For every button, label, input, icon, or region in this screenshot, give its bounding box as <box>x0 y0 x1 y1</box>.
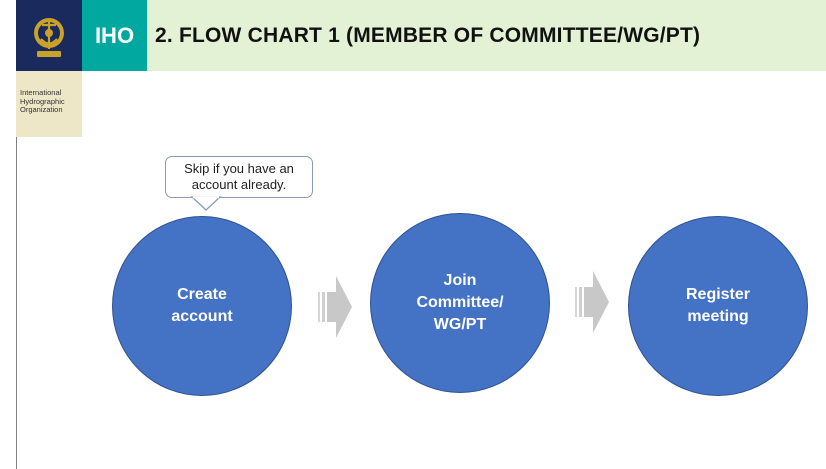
chevron-right-arrow-icon <box>575 271 609 333</box>
organization-name: International Hydrographic Organization <box>16 71 82 137</box>
step-create-account: Create account <box>112 216 292 396</box>
iho-logo <box>16 0 82 71</box>
step-join-committee: Join Committee/ WG/PT <box>370 213 550 393</box>
step-label: Create account <box>171 286 233 325</box>
step-label: Join Committee/ WG/PT <box>416 272 504 333</box>
step-register-meeting: Register meeting <box>628 216 808 396</box>
iho-abbrev: IHO <box>94 22 135 48</box>
callout-tail <box>190 196 222 211</box>
chevron-right-arrow-icon <box>318 276 352 338</box>
org-line: International <box>20 88 62 97</box>
title-bar: 2. FLOW CHART 1 (MEMBER OF COMMITTEE/WG/… <box>147 0 826 71</box>
page-title: 2. FLOW CHART 1 (MEMBER OF COMMITTEE/WG/… <box>155 23 701 47</box>
left-border-line <box>16 0 17 469</box>
org-line: Hydrographic <box>20 96 65 106</box>
skip-note-callout: Skip if you have an account already. <box>165 156 313 198</box>
iho-abbrev-box: IHO <box>82 0 147 71</box>
callout-text: Skip if you have an account already. <box>184 161 294 192</box>
step-label: Register meeting <box>685 286 751 325</box>
org-line: Organization <box>20 105 63 114</box>
iho-crest-icon <box>34 17 64 57</box>
